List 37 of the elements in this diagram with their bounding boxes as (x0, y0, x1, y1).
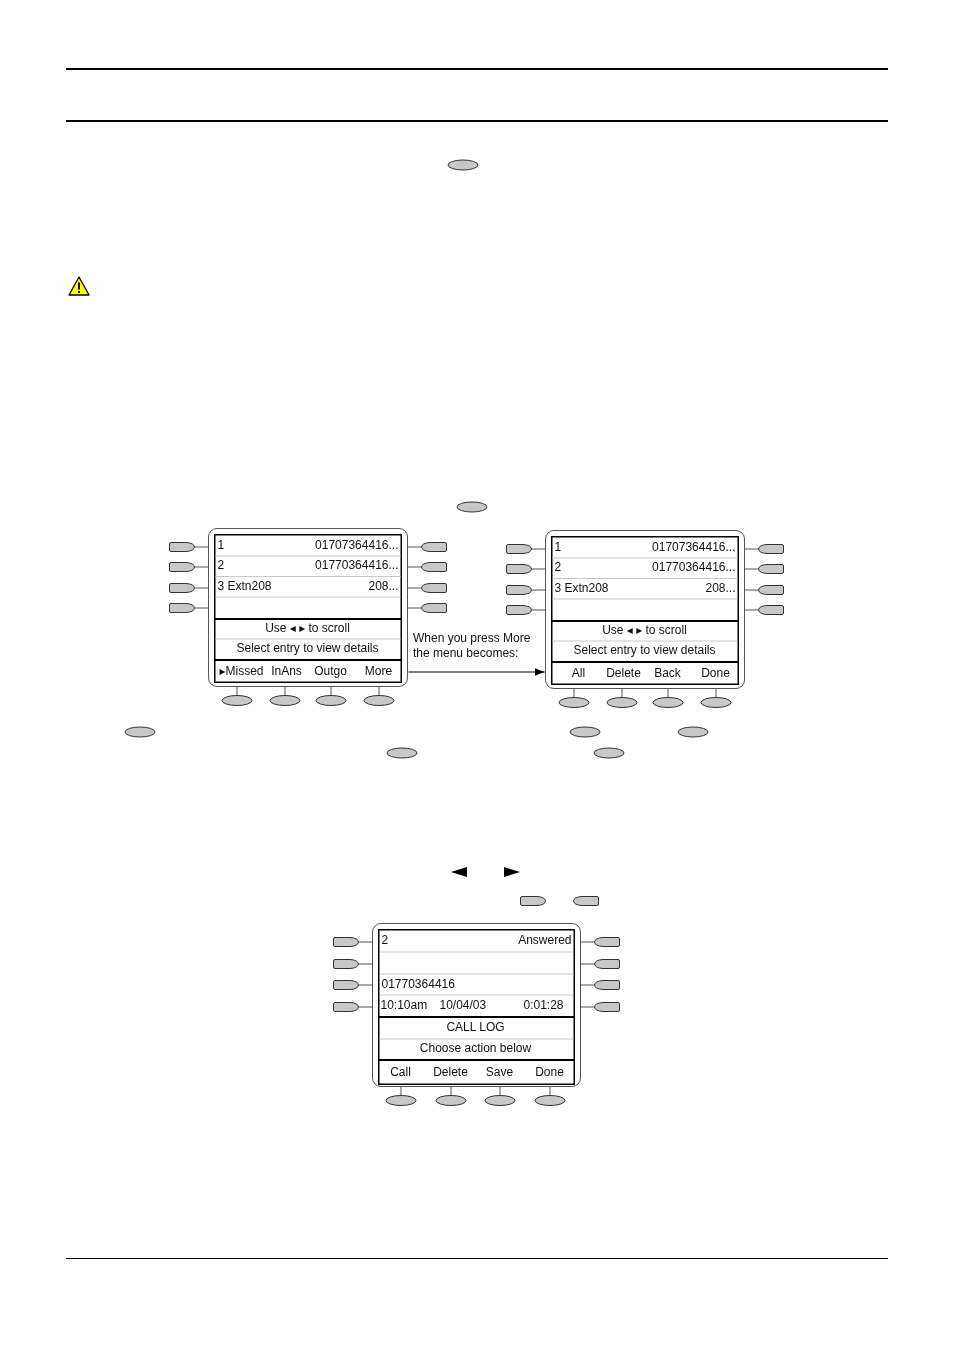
entry-number: 1 (554, 540, 562, 555)
softkey-label: All (571, 666, 586, 681)
entry-name: 3 Extn208 (554, 581, 609, 596)
phone-number: 01770364416 (381, 977, 455, 992)
softkey-label: Delete (433, 1065, 468, 1080)
prompt-text: Select entry to view details (236, 641, 379, 656)
call-date: 10/04/03 (439, 998, 487, 1013)
softkey-label: Back (654, 666, 681, 681)
entry-number: 1 (217, 538, 225, 553)
prompt-text: Select entry to view details (573, 643, 716, 658)
softkey-label: More (364, 664, 393, 679)
entry-number: 2 (217, 558, 225, 573)
softkey-label: ▸Missed (219, 664, 264, 679)
call-duration: 0:01:28 (523, 998, 564, 1013)
prompt-text: Use ◂ ▸ to scroll (265, 621, 350, 636)
prompt-text: Use ◂ ▸ to scroll (602, 623, 687, 638)
softkey-label: Delete (606, 666, 641, 681)
arrow (408, 668, 545, 676)
softkey-label: InAns (271, 664, 302, 679)
softkey-label: Save (485, 1065, 514, 1080)
softkey-label: Call (390, 1065, 411, 1080)
phone-number: 01770364416... (315, 558, 399, 573)
phone-number: 208... (368, 579, 399, 594)
phone-number: 01707364416... (652, 540, 736, 555)
softkey-label: Outgo (314, 664, 347, 679)
phone-number: 208... (705, 581, 736, 596)
screen-title: CALL LOG (446, 1020, 505, 1035)
call-status: Answered (518, 933, 572, 948)
prompt-text: Choose action below (419, 1041, 532, 1056)
entry-number: 2 (381, 933, 389, 948)
call-time: 10:10am (380, 998, 428, 1013)
softkey-label: Done (701, 666, 730, 681)
phone-number: 01707364416... (315, 538, 399, 553)
phone-number: 01770364416... (652, 560, 736, 575)
entry-name: 3 Extn208 (217, 579, 272, 594)
entry-number: 2 (554, 560, 562, 575)
softkey-label: Done (535, 1065, 564, 1080)
